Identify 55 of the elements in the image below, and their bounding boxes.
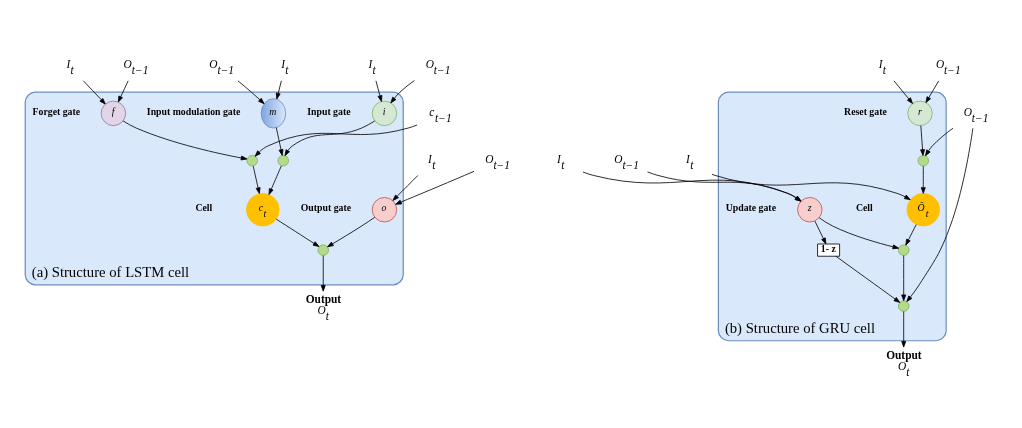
node-label: Update gate [725,202,776,214]
node-label: Output [305,292,342,305]
node-label: (b) Structure of GRU cell [724,319,876,336]
arrow [268,165,282,195]
arrow [284,120,376,157]
arrow [275,218,320,247]
arrow [893,80,913,104]
arrow [818,217,900,250]
arrow [117,80,129,103]
arrow [320,255,326,292]
node-label: Cell [855,202,873,214]
node-circle [277,155,289,167]
arrow [82,80,106,105]
node-label: Input modulation gate [146,106,241,118]
node-circle: i [371,100,398,127]
arrow [925,80,940,103]
node-circle [898,244,910,256]
arrow [901,311,907,348]
arrow [375,80,383,102]
arrow [254,124,418,157]
node-label: Reset gate [844,106,887,118]
node-label: Output [886,348,922,361]
arrow [920,165,926,194]
arrow [122,120,248,161]
node-circle [898,300,910,312]
node-circle [246,155,258,167]
arrow [901,255,907,302]
node-circle [317,244,329,256]
arrow [835,255,901,303]
arrow [237,80,265,105]
arrow [906,127,974,302]
node-circle: r [907,100,933,127]
arrow [275,127,284,156]
node-label: Forget gate [32,106,81,118]
arrow [582,171,802,202]
arrow [395,170,475,205]
arrow [925,127,954,157]
arrow [647,171,802,202]
node-label: Cell [195,202,213,214]
arrow [252,165,261,194]
arrow [327,216,376,248]
node-label: Output gate [300,202,352,214]
arrow [390,80,415,104]
arrow [814,220,827,245]
arrow [905,224,917,246]
arrow [711,173,911,201]
arrow [392,175,419,201]
node-label: (a) Structure of LSTM cell [31,263,190,280]
node-label: Input gate [307,106,351,118]
node-box: 1- z [817,243,840,257]
arrow [275,80,282,100]
arrow [920,125,925,156]
node-circle [917,155,929,167]
node-circle: z [797,197,823,223]
node-circle: o [371,197,398,223]
